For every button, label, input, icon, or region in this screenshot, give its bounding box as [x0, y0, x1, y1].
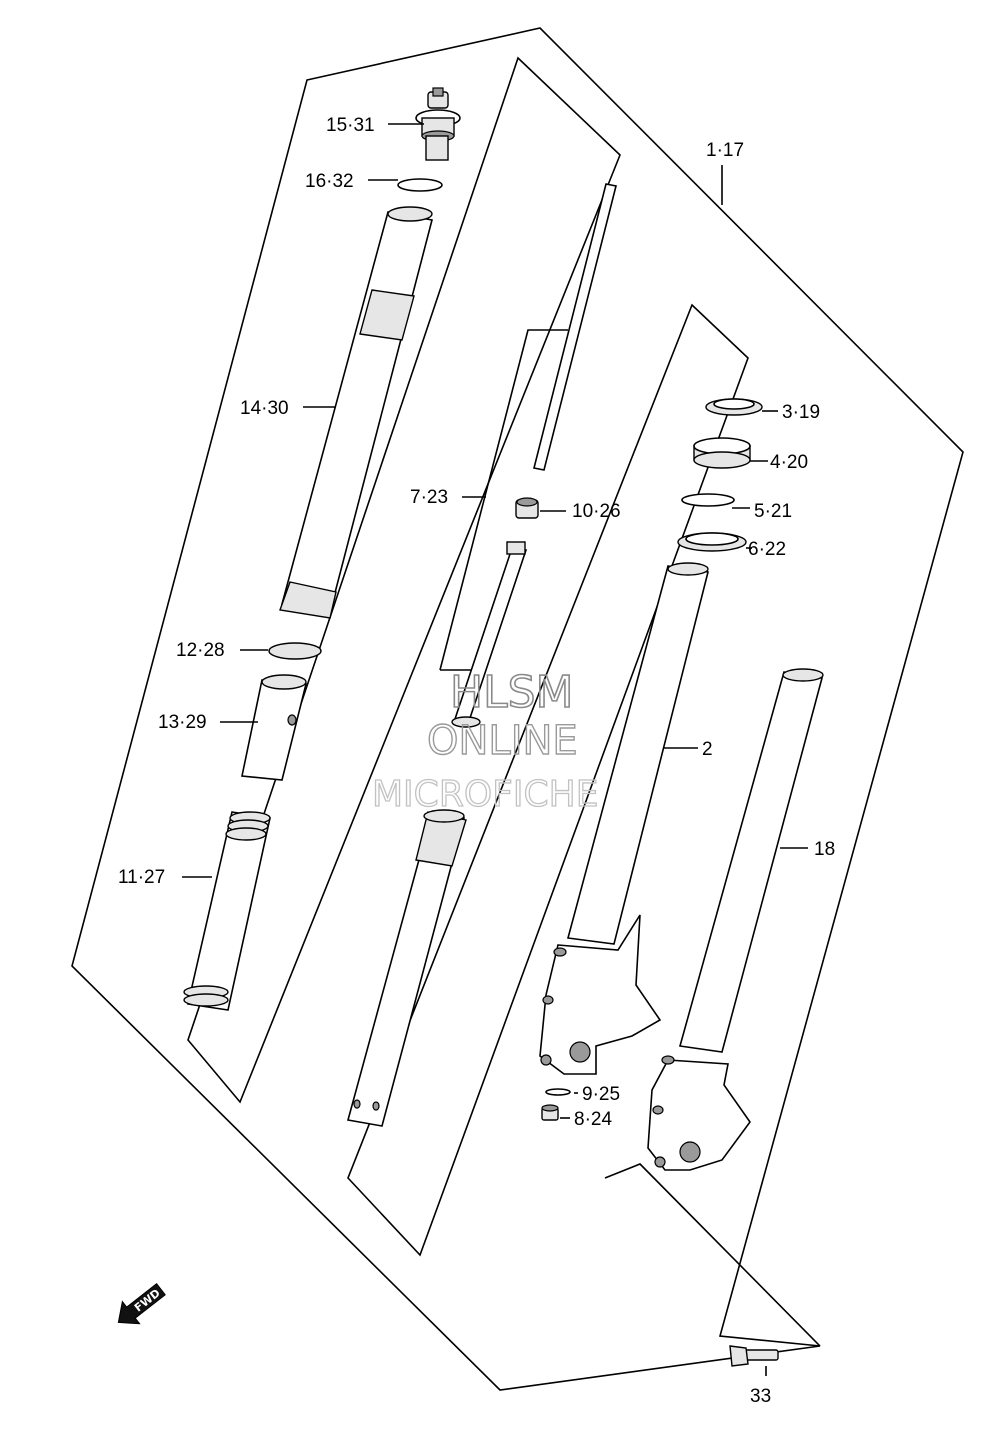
label-11-27: 11·27 [118, 867, 165, 888]
part-fork-spring[interactable] [183, 811, 271, 1011]
part-outer-tube-right[interactable] [647, 668, 824, 1171]
part-fork-spacer-tube[interactable] [279, 206, 433, 619]
part-lock-nut[interactable] [515, 497, 539, 519]
damper-group-outline [439, 329, 568, 671]
part-circlip[interactable] [681, 493, 735, 507]
watermark-line-2: ONLINE [427, 718, 578, 764]
label-13-29: 13·29 [158, 712, 207, 733]
label-15-31: 15·31 [326, 115, 375, 136]
label-10-26: 10·26 [572, 501, 621, 522]
forward-direction-arrow: FWD [117, 1283, 166, 1325]
part-cap-bolt[interactable] [415, 87, 461, 161]
label-6-22: 6·22 [748, 539, 786, 560]
part-oil-seal[interactable] [693, 437, 751, 469]
label-7-23: 7·23 [410, 487, 448, 508]
part-damper-rod-upper[interactable] [533, 183, 617, 471]
watermark-line-1: HLSM [450, 667, 574, 718]
part-outer-tube-left[interactable] [539, 562, 709, 1075]
watermark-line-3: MICROFICHE [372, 774, 598, 815]
part-slide-bushing[interactable] [677, 532, 747, 552]
part-drain-washer[interactable] [545, 1088, 571, 1096]
label-5-21: 5·21 [754, 501, 792, 522]
axle-group-outline [604, 1163, 821, 1347]
label-1-17: 1·17 [706, 140, 744, 161]
part-dust-seal[interactable] [705, 398, 763, 416]
part-spring-collar[interactable] [241, 674, 308, 781]
label-9-25: 9·25 [582, 1084, 620, 1105]
part-damper-cartridge[interactable] [346, 541, 528, 1127]
label-4-20: 4·20 [770, 452, 808, 473]
outer-tube-group-outline [347, 303, 749, 1257]
label-12-28: 12·28 [176, 640, 225, 661]
label-14-30: 14·30 [240, 398, 289, 419]
part-axle-bolt[interactable] [729, 1345, 779, 1367]
label-2: 2 [702, 739, 713, 760]
label-18: 18 [814, 839, 835, 860]
part-o-ring[interactable] [397, 178, 443, 192]
part-drain-bolt[interactable] [541, 1104, 559, 1121]
label-3-19: 3·19 [782, 402, 820, 423]
label-8-24: 8·24 [574, 1109, 612, 1130]
leader-lines [182, 123, 808, 1376]
label-33: 33 [750, 1386, 771, 1407]
assembly-outline-outer [71, 27, 964, 1391]
part-washer[interactable] [268, 642, 322, 660]
label-16-32: 16·32 [305, 171, 354, 192]
